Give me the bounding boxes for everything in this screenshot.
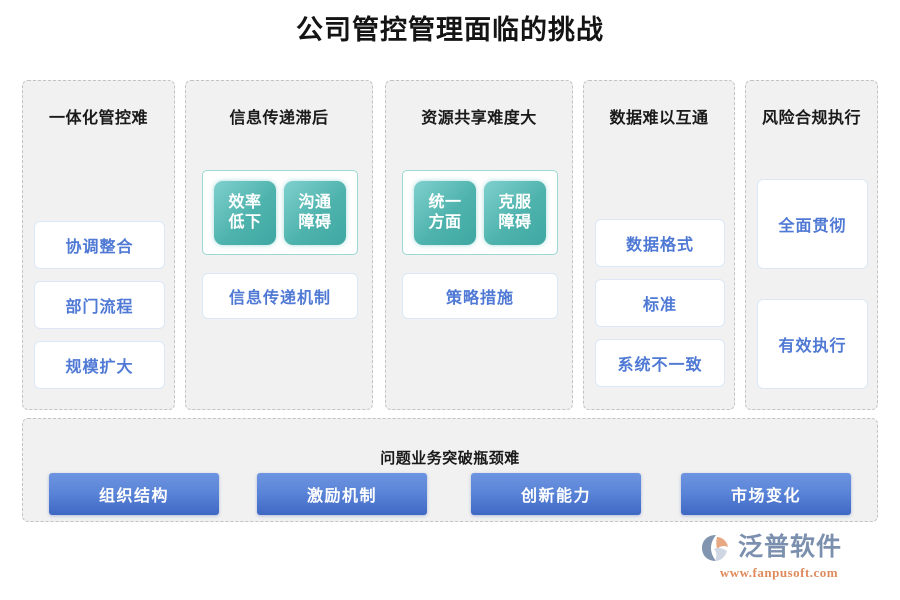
teal-group: 统一 方面 克服 障碍 <box>402 170 558 255</box>
column-title: 数据难以互通 <box>609 110 709 127</box>
fanpu-logo-icon <box>702 535 728 561</box>
column-title: 一体化管控难 <box>48 110 148 127</box>
teal-box-communication-barrier[interactable]: 沟通 障碍 <box>284 180 346 245</box>
teal-box-unified-aspect[interactable]: 统一 方面 <box>414 180 476 245</box>
teal-box-line1: 沟通 <box>298 193 332 211</box>
column-resource-sharing[interactable]: 资源共享难度大 统一 方面 克服 障碍 策略措施 <box>385 80 573 410</box>
brand-logo: 泛普软件 www.fanpusoft.com <box>700 532 858 582</box>
card-strategy-measures[interactable]: 策略措施 <box>402 273 558 319</box>
page-title: 公司管控管理面临的挑战 <box>296 15 604 45</box>
bottom-box-innovation-capability[interactable]: 创新能力 <box>471 473 641 515</box>
logo-url: www.fanpusoft.com <box>719 565 839 580</box>
card-standard[interactable]: 标准 <box>595 279 725 327</box>
column-integrated-control[interactable]: 一体化管控难 协调整合 部门流程 规模扩大 <box>22 80 175 410</box>
card-scale-expansion[interactable]: 规模扩大 <box>34 341 165 389</box>
column-data-interoperability[interactable]: 数据难以互通 数据格式 标准 系统不一致 <box>583 80 735 410</box>
teal-box-overcome-barrier[interactable]: 克服 障碍 <box>484 180 546 245</box>
columns-row: 一体化管控难 协调整合 部门流程 规模扩大 信息传递滞后 效率 低下 沟通 障碍… <box>22 80 878 410</box>
card-department-process[interactable]: 部门流程 <box>34 281 165 329</box>
bottom-box-organization-structure[interactable]: 组织结构 <box>49 473 219 515</box>
column-information-delay[interactable]: 信息传递滞后 效率 低下 沟通 障碍 信息传递机制 <box>185 80 373 410</box>
card-information-transfer-mechanism[interactable]: 信息传递机制 <box>202 273 358 319</box>
card-full-implementation[interactable]: 全面贯彻 <box>757 179 868 269</box>
card-effective-execution[interactable]: 有效执行 <box>757 299 868 389</box>
logo-name: 泛普软件 <box>738 534 843 561</box>
teal-box-line1: 效率 <box>228 193 262 211</box>
teal-box-line2: 障碍 <box>498 213 532 231</box>
teal-box-line1: 克服 <box>498 193 532 211</box>
column-title: 风险合规执行 <box>761 110 861 127</box>
card-data-format[interactable]: 数据格式 <box>595 219 725 267</box>
teal-group: 效率 低下 沟通 障碍 <box>202 170 358 255</box>
bottom-panel-title: 问题业务突破瓶颈难 <box>380 451 520 467</box>
column-risk-compliance[interactable]: 风险合规执行 全面贯彻 有效执行 <box>745 80 878 410</box>
teal-box-low-efficiency[interactable]: 效率 低下 <box>214 180 276 245</box>
bottom-panel[interactable]: 问题业务突破瓶颈难 组织结构 激励机制 创新能力 市场变化 <box>22 418 878 522</box>
bottom-box-incentive-mechanism[interactable]: 激励机制 <box>257 473 427 515</box>
teal-box-line2: 障碍 <box>298 213 332 231</box>
card-coordination-integration[interactable]: 协调整合 <box>34 221 165 269</box>
column-title: 信息传递滞后 <box>229 110 329 127</box>
column-title: 资源共享难度大 <box>421 110 537 127</box>
card-system-inconsistency[interactable]: 系统不一致 <box>595 339 725 387</box>
teal-box-line2: 低下 <box>228 213 262 231</box>
bottom-box-market-change[interactable]: 市场变化 <box>681 473 851 515</box>
teal-box-line1: 统一 <box>428 193 462 211</box>
teal-box-line2: 方面 <box>428 213 462 231</box>
logo-top-row: 泛普软件 <box>700 532 858 564</box>
